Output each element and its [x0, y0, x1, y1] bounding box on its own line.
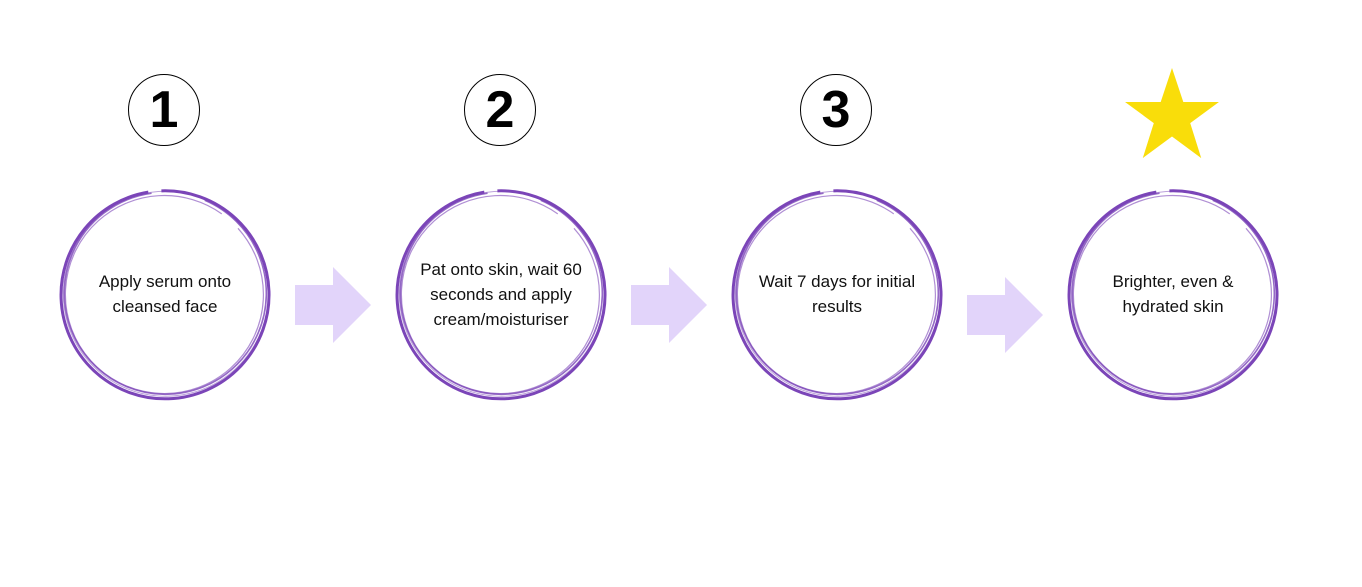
step-number-badge: 1 — [128, 74, 200, 146]
result-text: Brighter, even & hydrated skin — [1112, 272, 1234, 316]
arrow-shape — [631, 267, 707, 343]
star-icon — [1125, 68, 1219, 159]
arrow-shape — [967, 277, 1043, 353]
arrow-right-icon — [631, 267, 707, 343]
step-number-badge: 3 — [800, 74, 872, 146]
arrow-right-icon — [295, 267, 371, 343]
ring-icon — [731, 189, 943, 401]
ring-icon — [59, 189, 271, 401]
ring-icon — [1067, 189, 1279, 401]
ring-stroke — [64, 194, 265, 395]
step-number-badge: 2 — [464, 74, 536, 146]
step-text: Pat onto skin, wait 60 seconds and apply… — [420, 259, 582, 329]
step-text: Wait 7 days for initial results — [758, 272, 916, 316]
arrow-shape — [295, 267, 371, 343]
ring-icon — [395, 189, 607, 401]
arrow-right-icon — [967, 277, 1043, 353]
ring-stroke — [62, 190, 269, 397]
step-text: Apply serum onto cleansed face — [98, 272, 232, 316]
